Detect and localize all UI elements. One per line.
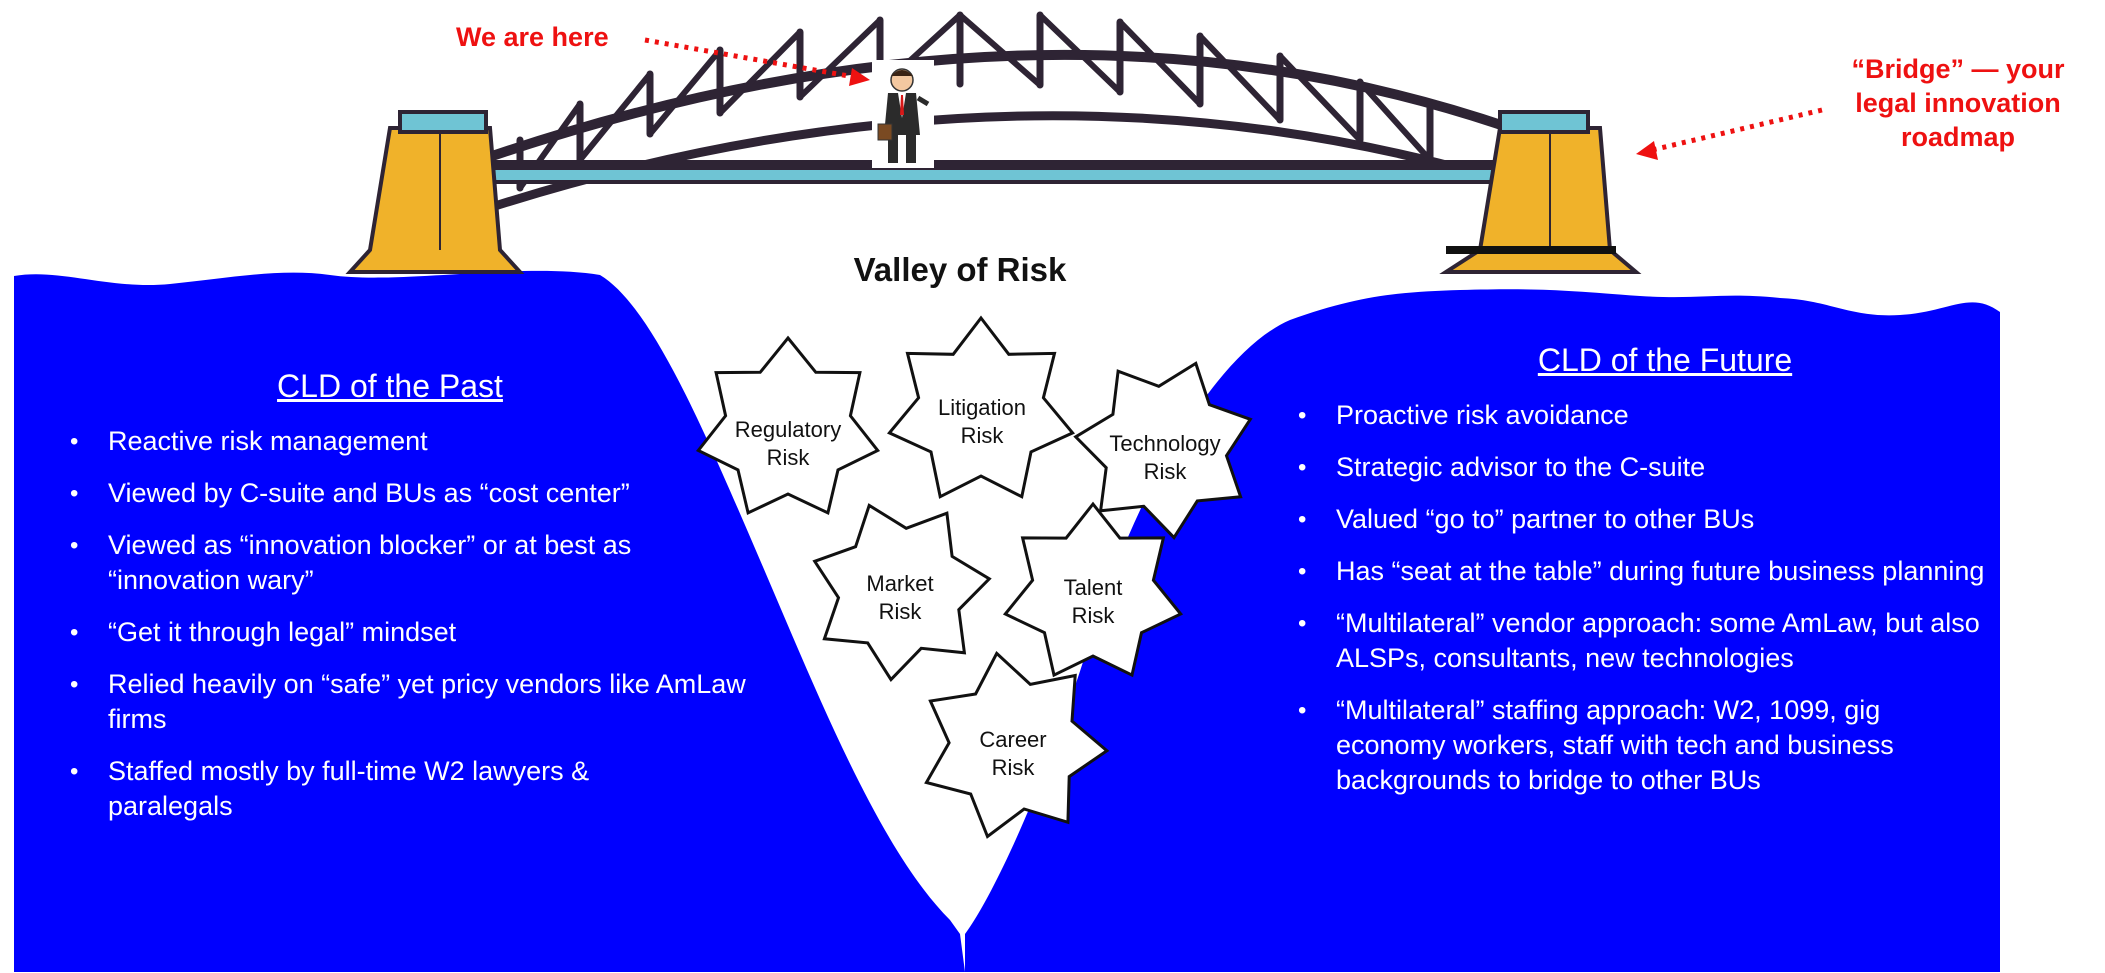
we-are-here-arrowhead — [849, 68, 870, 86]
past-item: •Viewed as “innovation blocker” or at be… — [70, 530, 632, 595]
past-list: •Reactive risk management •Viewed by C-s… — [70, 424, 746, 841]
bridge-roadmap-arrowhead — [1636, 141, 1658, 160]
talent-risk-star — [1002, 501, 1184, 678]
future-heading: CLD of the Future — [1537, 342, 1793, 378]
future-item: •Has “seat at the table” during future b… — [1298, 556, 1985, 586]
we-are-here-arrow — [644, 37, 861, 81]
future-item: •Valued “go to” partner to other BUs — [1298, 504, 1755, 534]
bridge-deck — [418, 166, 1522, 184]
bridge-deck-rail — [420, 160, 1520, 166]
past-item: •“Get it through legal” mindset — [70, 617, 457, 647]
we-are-here-label: We are here — [456, 22, 609, 52]
left-tower — [345, 110, 525, 274]
left-water — [14, 270, 965, 972]
past-item: •Staffed mostly by full-time W2 lawyers … — [70, 756, 590, 821]
future-item: •Strategic advisor to the C-suite — [1298, 452, 1706, 482]
future-item: •“Multilateral” vendor approach: some Am… — [1298, 608, 1980, 673]
career-risk-star — [924, 650, 1110, 839]
past-item: •Reactive risk management — [70, 426, 428, 456]
past-item: •Relied heavily on “safe” yet pricy vend… — [70, 669, 746, 734]
litigation-risk-star — [886, 315, 1076, 499]
bridge-roadmap-arrow — [1651, 107, 1823, 153]
market-risk-star — [812, 503, 992, 683]
regulatory-risk-star — [695, 335, 881, 516]
bridge-roadmap-line-2: legal innovation — [1855, 88, 2061, 118]
bridge-roadmap-line-3: roadmap — [1900, 122, 2016, 152]
bridge-roadmap-line-1: “Bridge” — your — [1851, 54, 2065, 84]
technology-risk-star — [1073, 361, 1253, 541]
businessman-icon — [872, 60, 934, 168]
past-item: •Viewed by C-suite and BUs as “cost cent… — [70, 478, 630, 508]
bridge-roadmap-label: “Bridge” — your legal innovation roadmap — [1838, 52, 2078, 154]
right-tower — [1439, 110, 1642, 274]
valley-of-risk-title: Valley of Risk — [853, 251, 1067, 288]
future-item: •Proactive risk avoidance — [1298, 400, 1629, 430]
future-list: •Proactive risk avoidance •Strategic adv… — [1298, 398, 1998, 815]
past-heading: CLD of the Past — [277, 368, 503, 404]
future-item: •“Multilateral” staffing approach: W2, 1… — [1298, 695, 1894, 795]
risk-stars — [695, 315, 1253, 839]
